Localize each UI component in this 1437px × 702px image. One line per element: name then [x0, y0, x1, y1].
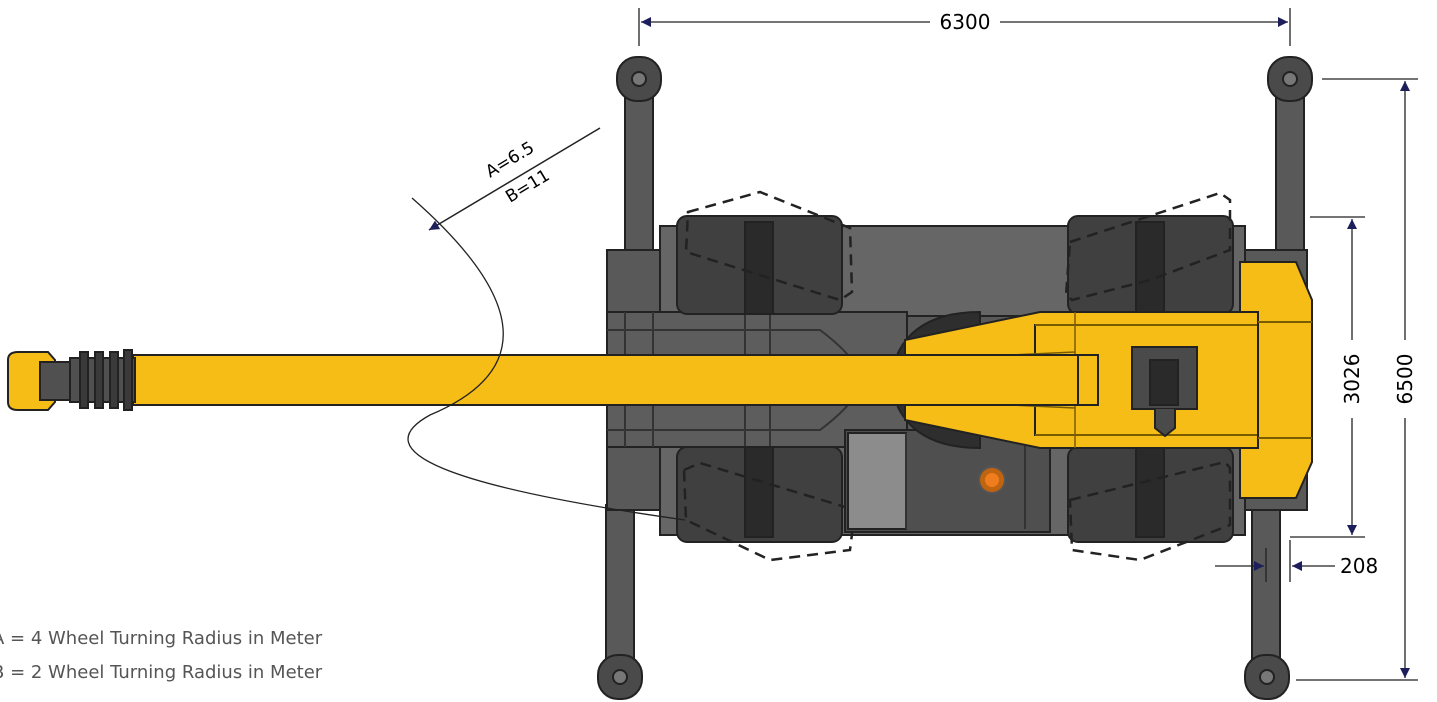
- outrigger-leg-bottom-left: [605, 504, 635, 676]
- steered-outline-rear-right: [1068, 460, 1232, 562]
- boom-arm: [132, 354, 1079, 406]
- dimension-6500: 6500: [1296, 78, 1418, 681]
- wheel-rear-left: [1067, 215, 1234, 315]
- outrigger-pad-top-left: [616, 56, 662, 102]
- outrigger-leg-top-left: [624, 79, 654, 256]
- dimension-3026: 3026: [1290, 216, 1365, 538]
- turning-radius-arc: [407, 197, 686, 521]
- outrigger-leg-top-right: [1275, 79, 1305, 256]
- steered-outline-rear-left: [1064, 191, 1232, 302]
- legend-line-b: B = 2 Wheel Turning Radius in Meter: [0, 662, 323, 683]
- turning-radius-leader: [428, 127, 601, 231]
- steered-outline-front-right: [682, 461, 857, 562]
- dimension-6500-label: 6500: [1393, 354, 1417, 405]
- outrigger-pads: [597, 56, 1313, 700]
- boom: [7, 349, 1099, 411]
- wheel-rear-right: [1067, 446, 1234, 543]
- dimension-208: 208: [1215, 540, 1378, 582]
- dimension-6300: 6300: [638, 8, 1291, 46]
- outrigger-pad-top-right: [1267, 56, 1313, 102]
- outrigger-pad-bottom-left: [597, 654, 643, 700]
- wheel-front-left: [676, 215, 843, 315]
- wheel-front-right: [676, 446, 843, 543]
- dimension-3026-label: 3026: [1340, 354, 1364, 405]
- dimension-6300-label: 6300: [940, 10, 991, 34]
- legend-line-a: A = 4 Wheel Turning Radius in Meter: [0, 628, 323, 649]
- dimension-208-label: 208: [1340, 554, 1378, 578]
- steered-outline-front-left: [684, 190, 854, 302]
- cab-window: [847, 432, 907, 530]
- outrigger-pad-bottom-right: [1244, 654, 1290, 700]
- outrigger-leg-bottom-right: [1251, 504, 1281, 676]
- steered-wheel-outlines: [682, 190, 1232, 562]
- engine-block: [844, 429, 1051, 533]
